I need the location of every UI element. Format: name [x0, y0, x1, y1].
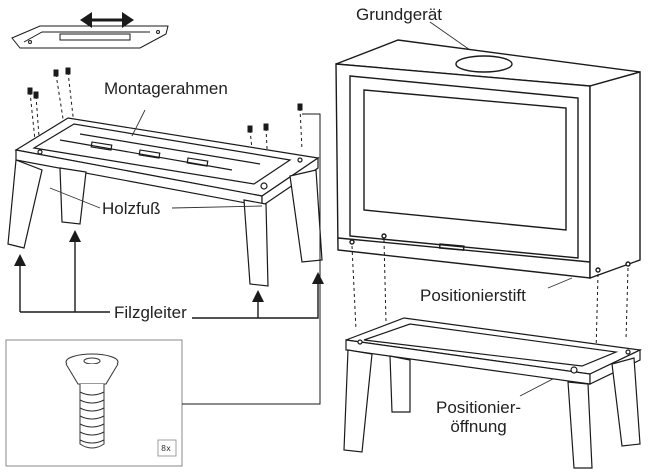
loose-mounting-plate	[11, 25, 169, 49]
label-positionieroeffnung-line2: öffnung	[450, 417, 507, 436]
label-positionieroeffnung-line1: Positionier-	[436, 398, 522, 417]
stove-body	[335, 39, 641, 279]
screw-icon	[65, 353, 119, 449]
right-base-assembly	[343, 317, 643, 469]
positioning-guides	[351, 239, 629, 353]
label-positionieroeffnung: Positionier- öffnung	[436, 398, 521, 436]
label-positionierstift: Positionierstift	[420, 286, 526, 305]
label-leaders	[49, 21, 575, 397]
filzgleiter-arrowheads	[14, 230, 324, 302]
detail-connector	[182, 113, 321, 405]
slide-direction-arrow	[80, 12, 134, 28]
label-holzfuss: Holzfuß	[102, 199, 161, 218]
label-grundgeraet: Grundgerät	[356, 5, 442, 24]
filzgleiter-leader-lines	[19, 240, 319, 319]
label-montagerahmen: Montagerahmen	[104, 79, 228, 98]
screw-quantity-badge: 8x	[161, 444, 171, 453]
left-base-assembly	[7, 117, 323, 287]
label-filzgleiter: Filzgleiter	[114, 303, 187, 322]
